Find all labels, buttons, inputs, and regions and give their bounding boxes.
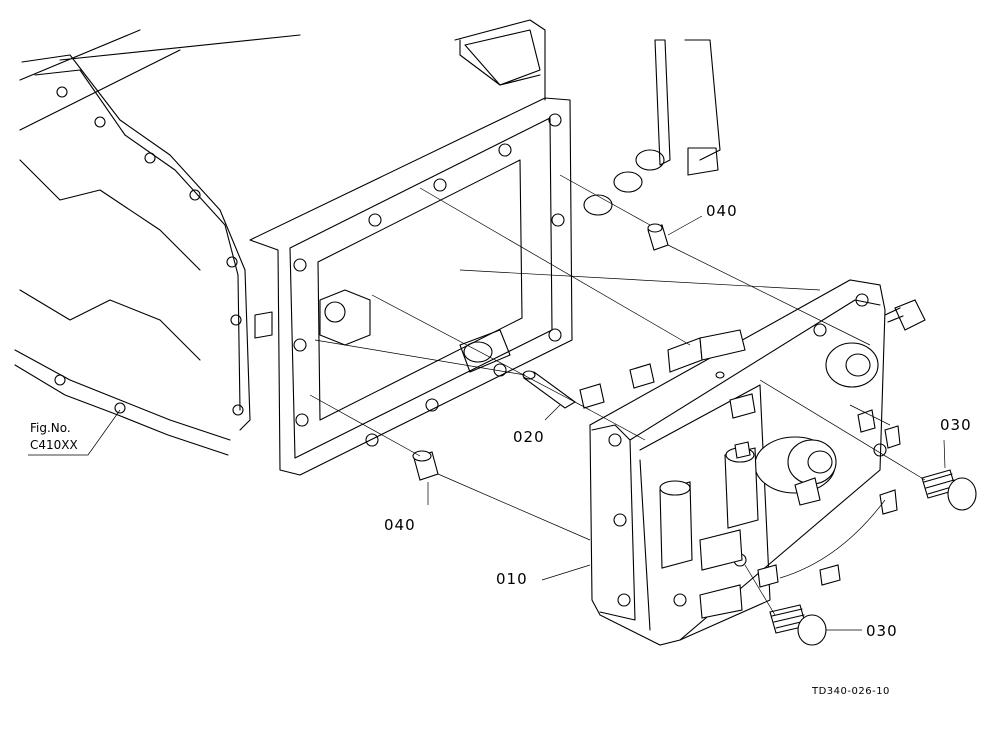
callout-040-lower: 040 <box>384 516 416 534</box>
control-valve-assembly <box>579 279 926 646</box>
figure-reference-line2: C410XX <box>30 438 78 452</box>
callout-020: 020 <box>513 428 545 446</box>
callout-040-upper: 040 <box>706 202 738 220</box>
mounting-flange <box>249 19 573 476</box>
dowel-pin-040-upper <box>647 223 669 251</box>
pin-020 <box>522 370 576 409</box>
bolt-030-upper <box>921 469 977 511</box>
assembly-lines <box>28 174 946 631</box>
bolt-030-lower <box>769 604 827 646</box>
callout-030-upper: 030 <box>940 416 972 434</box>
transmission-case <box>14 29 301 456</box>
upper-bracket <box>583 39 721 216</box>
callout-030-lower: 030 <box>866 622 898 640</box>
figure-reference: Fig.No. C410XX <box>30 420 78 454</box>
callout-010: 010 <box>496 570 528 588</box>
figure-reference-line1: Fig.No. <box>30 421 71 435</box>
dowel-pin-040-lower <box>412 450 439 481</box>
drawing-code: TD340-026-10 <box>812 686 890 697</box>
